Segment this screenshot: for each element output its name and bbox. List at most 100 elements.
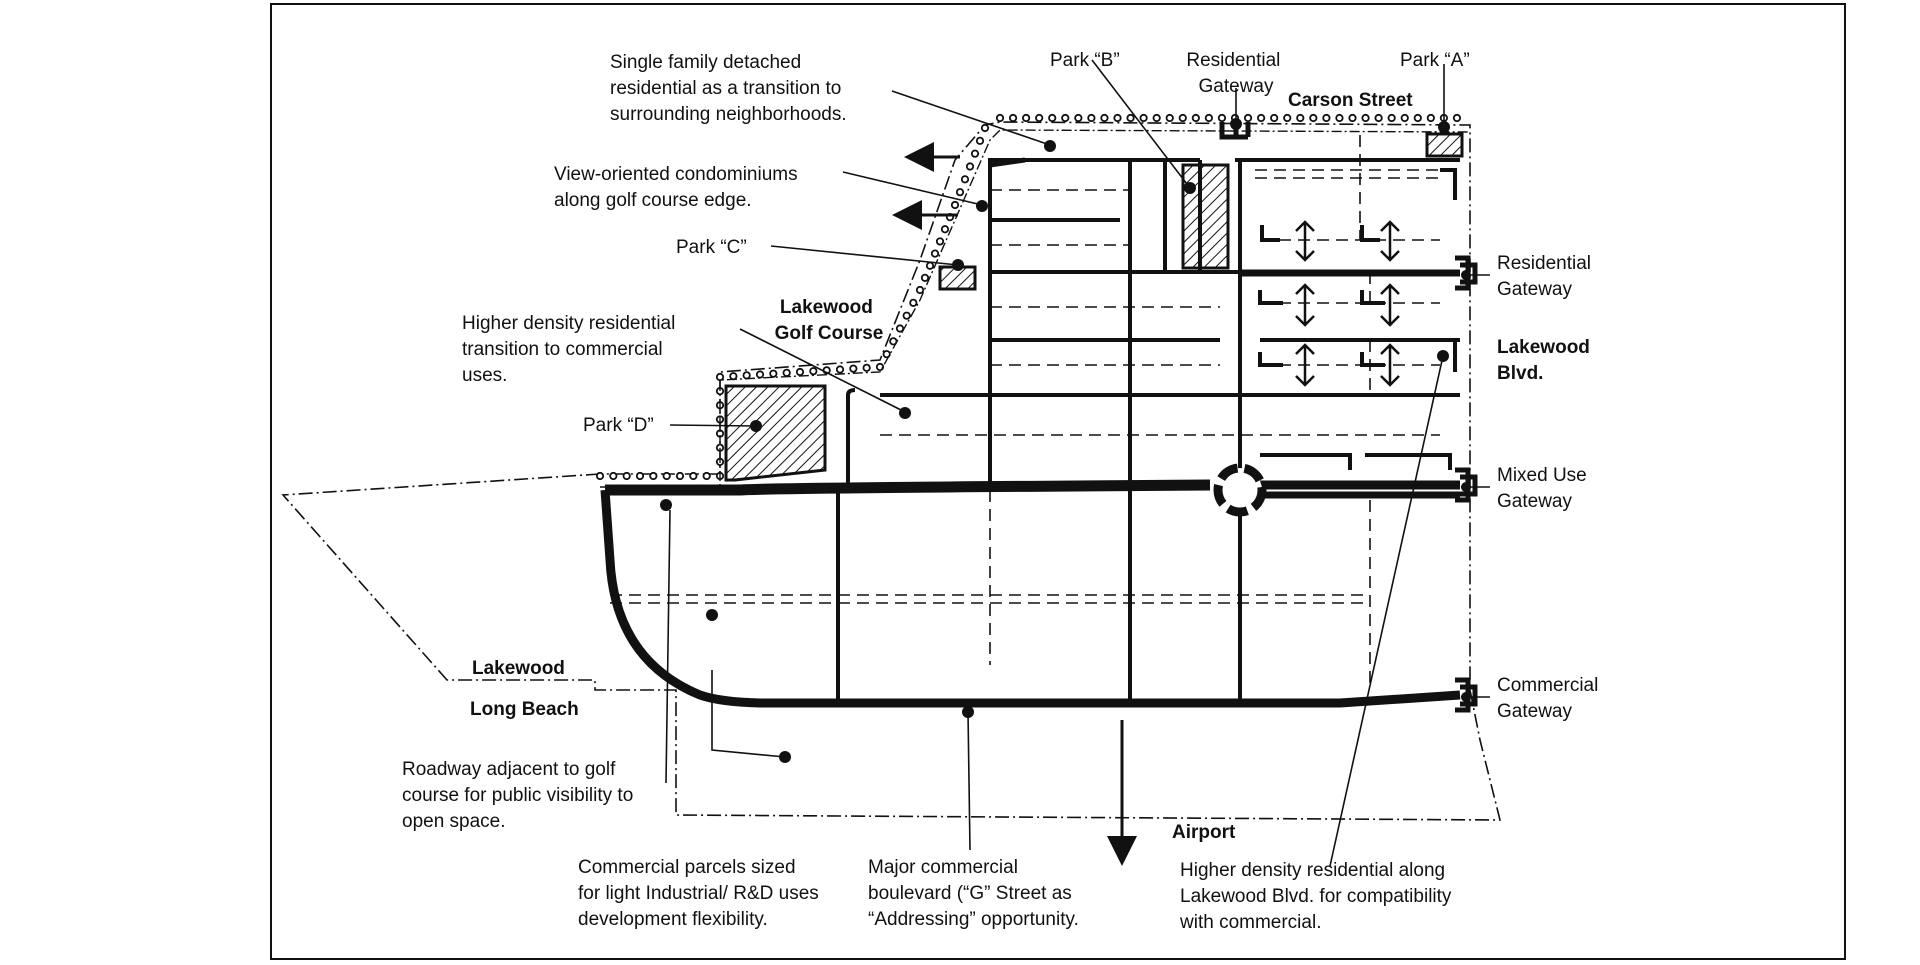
edge-dot	[1008, 113, 1018, 123]
edge-dot	[1257, 113, 1266, 123]
edge-dot	[1309, 113, 1318, 123]
edge-dot	[1270, 113, 1279, 123]
edge-dot	[1152, 113, 1161, 123]
edge-dot	[915, 285, 925, 295]
callout-higher-density-lakewood: Higher density residential along Lakewoo…	[1179, 860, 1457, 933]
edge-dot	[1283, 113, 1292, 123]
edge-dot	[1387, 113, 1396, 123]
connectivity-arrows	[1295, 220, 1400, 387]
gateway-markers	[1219, 122, 1478, 713]
edge-dot	[649, 471, 658, 481]
golf-course-edge	[595, 113, 1462, 481]
edge-dot	[795, 367, 805, 377]
edge-dot	[1217, 113, 1227, 123]
edge-dot	[1126, 113, 1135, 123]
edge-dot	[689, 471, 698, 481]
edge-dot	[895, 324, 905, 333]
label-mixed-use-gateway: Mixed Use Gateway	[1497, 465, 1592, 512]
callout-roadway-golf: Roadway adjacent to golf course for publ…	[402, 759, 639, 832]
callout-commercial-parcels: Commercial parcels sized for light Indus…	[578, 857, 824, 930]
label-park-a: Park “A”	[1400, 50, 1470, 71]
edge-dot	[675, 471, 685, 481]
edge-dot	[875, 362, 885, 372]
double-arrow	[1295, 283, 1315, 327]
edge-dot	[1139, 113, 1148, 123]
callout-higher-density-transition: Higher density residential transition to…	[462, 313, 681, 386]
park-d-parcel	[724, 384, 827, 482]
edge-dot	[622, 471, 631, 481]
callout-major-boulevard: Major commercial boulevard (“G” Street a…	[868, 857, 1079, 930]
callout-single-family: Single family detached residential as a …	[610, 52, 847, 125]
edge-dot	[965, 162, 975, 171]
double-arrow	[1380, 343, 1400, 387]
edge-dot	[1361, 113, 1370, 123]
edge-dot	[1191, 113, 1200, 123]
edge-dot	[1178, 113, 1187, 123]
label-residential-gateway-right: Residential Gateway	[1497, 253, 1596, 300]
edge-dot	[609, 471, 618, 481]
label-park-d: Park “D”	[583, 415, 654, 436]
edge-dot	[1452, 113, 1462, 123]
edge-dot	[930, 249, 940, 258]
edge-dot	[902, 311, 911, 320]
edge-dot	[1400, 113, 1409, 123]
edge-dot	[862, 363, 871, 372]
edge-dot	[1374, 113, 1383, 123]
label-commercial-gateway: Commercial Gateway	[1497, 675, 1604, 722]
callout-dots	[660, 118, 1471, 763]
direction-arrows	[892, 142, 1137, 866]
edge-dot	[1035, 113, 1044, 123]
edge-dot	[1074, 113, 1083, 123]
label-golf-course: Lakewood Golf Course	[775, 297, 884, 344]
label-lakewood-city: Lakewood	[472, 658, 565, 679]
edge-dot	[1413, 113, 1422, 123]
edge-dot	[1426, 113, 1435, 123]
edge-dot	[970, 149, 980, 158]
double-arrow	[1295, 343, 1315, 387]
edge-dot	[909, 298, 918, 307]
edge-dot	[1348, 113, 1357, 123]
edge-dot	[1048, 113, 1057, 123]
edge-dot	[940, 225, 950, 234]
edge-dot	[955, 188, 965, 197]
lot-brackets	[1258, 168, 1457, 470]
edge-dot	[1335, 113, 1344, 123]
callout-leaders	[665, 59, 1490, 867]
label-park-b: Park “B”	[1050, 50, 1120, 71]
double-arrow	[1380, 220, 1400, 262]
edge-dot	[960, 175, 970, 184]
edge-dot	[769, 369, 778, 378]
roundabout	[1213, 463, 1267, 517]
label-airport: Airport	[1172, 822, 1236, 843]
edge-dot	[1165, 113, 1174, 123]
edge-dot	[1100, 113, 1109, 123]
edge-dot	[755, 370, 765, 379]
edge-dot	[1113, 113, 1122, 123]
callout-view-condos: View-oriented condominiums along golf co…	[554, 164, 803, 211]
golf-course-edge-inner	[600, 129, 1471, 488]
edge-dot	[835, 365, 845, 374]
edge-dot	[729, 372, 738, 381]
edge-dot	[1322, 113, 1331, 123]
edge-dot	[1022, 113, 1031, 123]
edge-dot	[742, 371, 751, 380]
label-long-beach-city: Long Beach	[470, 699, 579, 720]
edge-dot	[1061, 113, 1070, 123]
park-b-parcel	[1181, 163, 1230, 270]
edge-dot	[925, 261, 935, 270]
double-arrow	[1380, 283, 1400, 327]
edge-dot	[995, 113, 1005, 123]
label-carson-street: Carson Street	[1288, 90, 1413, 111]
edge-dot	[782, 368, 791, 377]
edge-dot	[950, 200, 960, 210]
double-arrow	[1295, 220, 1315, 262]
edge-dot	[1243, 113, 1253, 123]
edge-dot	[1204, 113, 1213, 123]
edge-dot	[702, 471, 711, 481]
edge-dot	[935, 237, 945, 246]
label-residential-gateway-top: Residential Gateway	[1186, 50, 1285, 97]
edge-dot	[715, 372, 725, 382]
edge-dot	[595, 471, 605, 481]
edge-dot	[1296, 113, 1305, 123]
